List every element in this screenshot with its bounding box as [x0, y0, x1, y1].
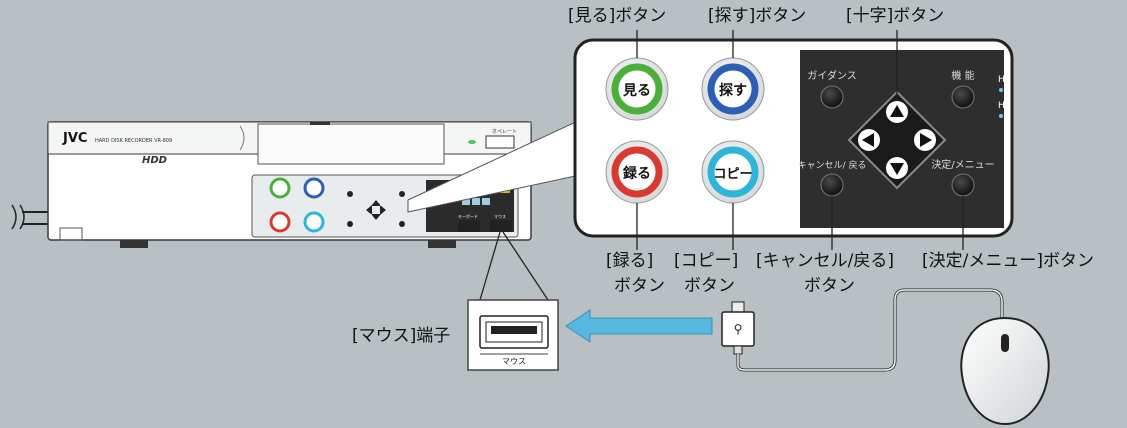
callout-sagasu-button: [探す]ボタン	[708, 6, 807, 26]
device-mouse-label: マウス	[494, 213, 506, 219]
usb-icon: ⚲	[734, 322, 743, 336]
svg-text:H: H	[998, 75, 1005, 85]
enlarged-panel: H H	[573, 38, 1014, 238]
callout-lines	[479, 30, 964, 301]
callout-mouse-port: [マウス]端子	[352, 326, 451, 346]
svg-text:H: H	[998, 101, 1005, 111]
model-text: HARD DISK RECORDER VR-809	[95, 138, 172, 144]
usb-plug: ⚲	[721, 301, 755, 355]
kettei-label: 決定/メニュー	[931, 158, 994, 171]
miru-button-text: 見る	[622, 83, 651, 99]
callout-copy-line2: ボタン	[684, 276, 735, 296]
copy-button-text: コピー	[713, 167, 752, 182]
callout-cancel-line2: ボタン	[804, 276, 855, 296]
sagasu-button-text: 探す	[719, 82, 747, 99]
guidance-label: ガイダンス	[807, 69, 856, 82]
kinou-label: 機 能	[951, 69, 974, 82]
mouse-port-zoom	[467, 299, 559, 371]
device-keyboard-label: キーボード	[458, 213, 478, 219]
callout-cancel-line1: [キャンセル/戻る]	[756, 251, 894, 271]
callout-miru-button: [見る]ボタン	[568, 6, 667, 26]
mouse-icon	[960, 316, 1050, 426]
callout-rokuru-line2: ボタン	[614, 276, 665, 296]
rokuru-button-text: 録る	[623, 165, 651, 182]
callout-juji-button: [十字]ボタン	[846, 6, 945, 26]
power-label: オペレート	[492, 129, 517, 135]
cancel-label: キャンセル/ 戻る	[798, 159, 867, 171]
brand-logo: JVC	[62, 131, 87, 146]
insert-arrow-icon	[565, 309, 713, 343]
callout-rokuru-line1: [録る]	[606, 251, 654, 271]
callout-kettei-button: [決定/メニュー]ボタン	[922, 251, 1094, 271]
port-zoom-label: マウス	[502, 357, 526, 366]
callout-copy-line1: [コピー]	[674, 251, 739, 271]
hdd-logo: HDD	[142, 155, 167, 166]
